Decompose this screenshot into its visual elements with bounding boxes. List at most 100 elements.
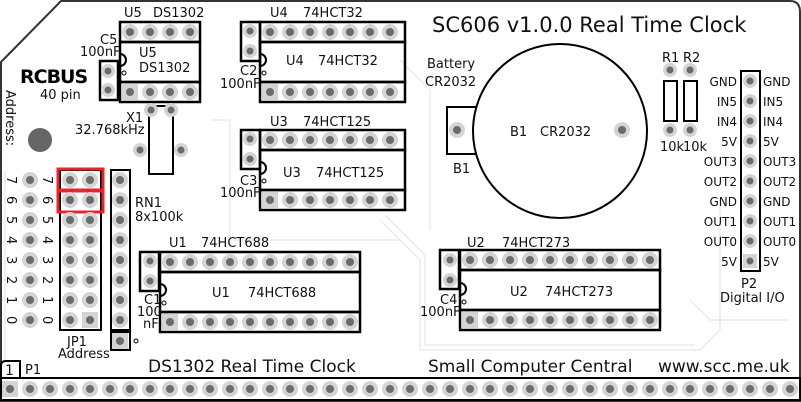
rn1-pin-hole [116, 196, 124, 204]
u4-body-ref: U4 [286, 54, 304, 69]
u1-pin-hole [326, 258, 334, 266]
p1-pin-hole [746, 385, 754, 393]
address-bit-1-label: 1 [3, 296, 18, 304]
rn1-pin-hole [116, 316, 124, 324]
u1-body-part: 74HCT688 [248, 286, 316, 301]
p1-pin-hole [326, 385, 334, 393]
u2-pin-hole [626, 316, 634, 324]
u5-pin-hole [186, 28, 194, 36]
battery-pos-pin-hole [618, 126, 626, 134]
c5-value: 100nF [80, 45, 121, 60]
x1-value: 32.768kHz [75, 123, 145, 138]
u1-ref: U1 [169, 236, 187, 251]
u1-pin-hole [286, 318, 294, 326]
jp1-pin-hole [66, 236, 74, 244]
copper-traces [4, 59, 790, 360]
rn1-pin-hole [116, 236, 124, 244]
address-bit-3-label: 3 [39, 256, 54, 264]
pin1-mark [261, 178, 267, 184]
ic-notch [259, 53, 267, 67]
footer-url-text: www.scc.me.uk [658, 357, 790, 377]
u1-pin-hole [206, 318, 214, 326]
u2-pin-hole [506, 256, 514, 264]
pins [2, 24, 798, 397]
u1-part: 74HCT688 [201, 236, 269, 251]
u3-pin-hole [346, 136, 354, 144]
u4-pin-hole [286, 88, 294, 96]
u2-bottom-row [458, 308, 662, 332]
p1-pin-hole [146, 385, 154, 393]
u4-pin-hole [386, 28, 394, 36]
address-test-pin-hole [26, 196, 34, 204]
rn1-pin-hole [116, 276, 124, 284]
c2-outline [239, 20, 262, 63]
p1-pin-hole [346, 385, 354, 393]
u2-pin-hole [546, 256, 554, 264]
battery-ref: B1 [453, 162, 470, 177]
c1-pin-hole [146, 257, 154, 265]
p2-pin-label: 5V [721, 255, 738, 269]
jp1-pin-hole [86, 196, 94, 204]
u2-pin-hole [466, 316, 474, 324]
c4-pin-hole [446, 256, 454, 264]
p2-outline [740, 70, 761, 272]
p2-ref: P2 [741, 277, 757, 292]
jumper-highlight-bit6 [56, 189, 105, 214]
u5-pin-hole [126, 88, 134, 96]
address-test-pin-hole [26, 276, 34, 284]
p2-pin-hole [746, 157, 754, 165]
jp1-pin-hole [86, 256, 94, 264]
jp1-pin-hole [66, 176, 74, 184]
u2-pin-hole [646, 316, 654, 324]
p2-pin-label: OUT1 [704, 215, 737, 229]
p1-pin-hole [266, 385, 274, 393]
pin1-mark [161, 300, 167, 306]
p2-desc: Digital I/O [720, 291, 785, 306]
p1-pin-hole [46, 385, 54, 393]
u5-bottom-row [118, 80, 202, 104]
address-test-pin-hole [26, 256, 34, 264]
c5-ref: C5 [100, 33, 117, 48]
p1-pin-hole [586, 385, 594, 393]
r2-pin-hole [686, 66, 694, 74]
p2-pin-hole [746, 77, 754, 85]
u1-pin-hole [186, 318, 194, 326]
p1-pin-hole [186, 385, 194, 393]
address-bit-5-label: 5 [39, 216, 54, 224]
c5-pin-hole [104, 86, 112, 94]
u5-part: DS1302 [153, 6, 204, 21]
jp1-pin-hole [86, 176, 94, 184]
battery-neg-pin-hole [453, 126, 461, 134]
u2-pin-hole [506, 316, 514, 324]
r2-value: 10k [683, 140, 708, 155]
p2-pin-label: IN4 [717, 115, 737, 129]
p2-pin-label: IN4 [763, 115, 783, 129]
u2-pin-hole [486, 316, 494, 324]
x1-pin-hole [147, 106, 155, 114]
u2-pin-hole [626, 256, 634, 264]
c3-value: 100nF [220, 186, 261, 201]
p2-pin-label: GND [709, 195, 737, 209]
p1-pin-hole [246, 385, 254, 393]
u3-pin-hole [266, 136, 274, 144]
u2-pin-hole [586, 316, 594, 324]
address-bit-4-label: 4 [39, 236, 54, 244]
u4-pin-hole [286, 28, 294, 36]
address-bit-2-label: 2 [39, 276, 54, 284]
u1-pin-hole [226, 258, 234, 266]
ic-notch [259, 161, 267, 175]
u3-pin-hole [366, 136, 374, 144]
u2-pin-hole [526, 316, 534, 324]
ic-notch [459, 282, 467, 296]
battery-holder-outline [472, 43, 648, 219]
u4-pin-hole [326, 28, 334, 36]
u4-pin-hole [346, 88, 354, 96]
address-bit-6-label: 6 [39, 196, 54, 204]
r1-ref: R1 [662, 51, 679, 66]
p1-pin-hole [426, 385, 434, 393]
u1-pin-hole [246, 318, 254, 326]
p1-pin-hole [666, 385, 674, 393]
u4-pin-hole [266, 28, 274, 36]
jp1-pin-hole [66, 256, 74, 264]
